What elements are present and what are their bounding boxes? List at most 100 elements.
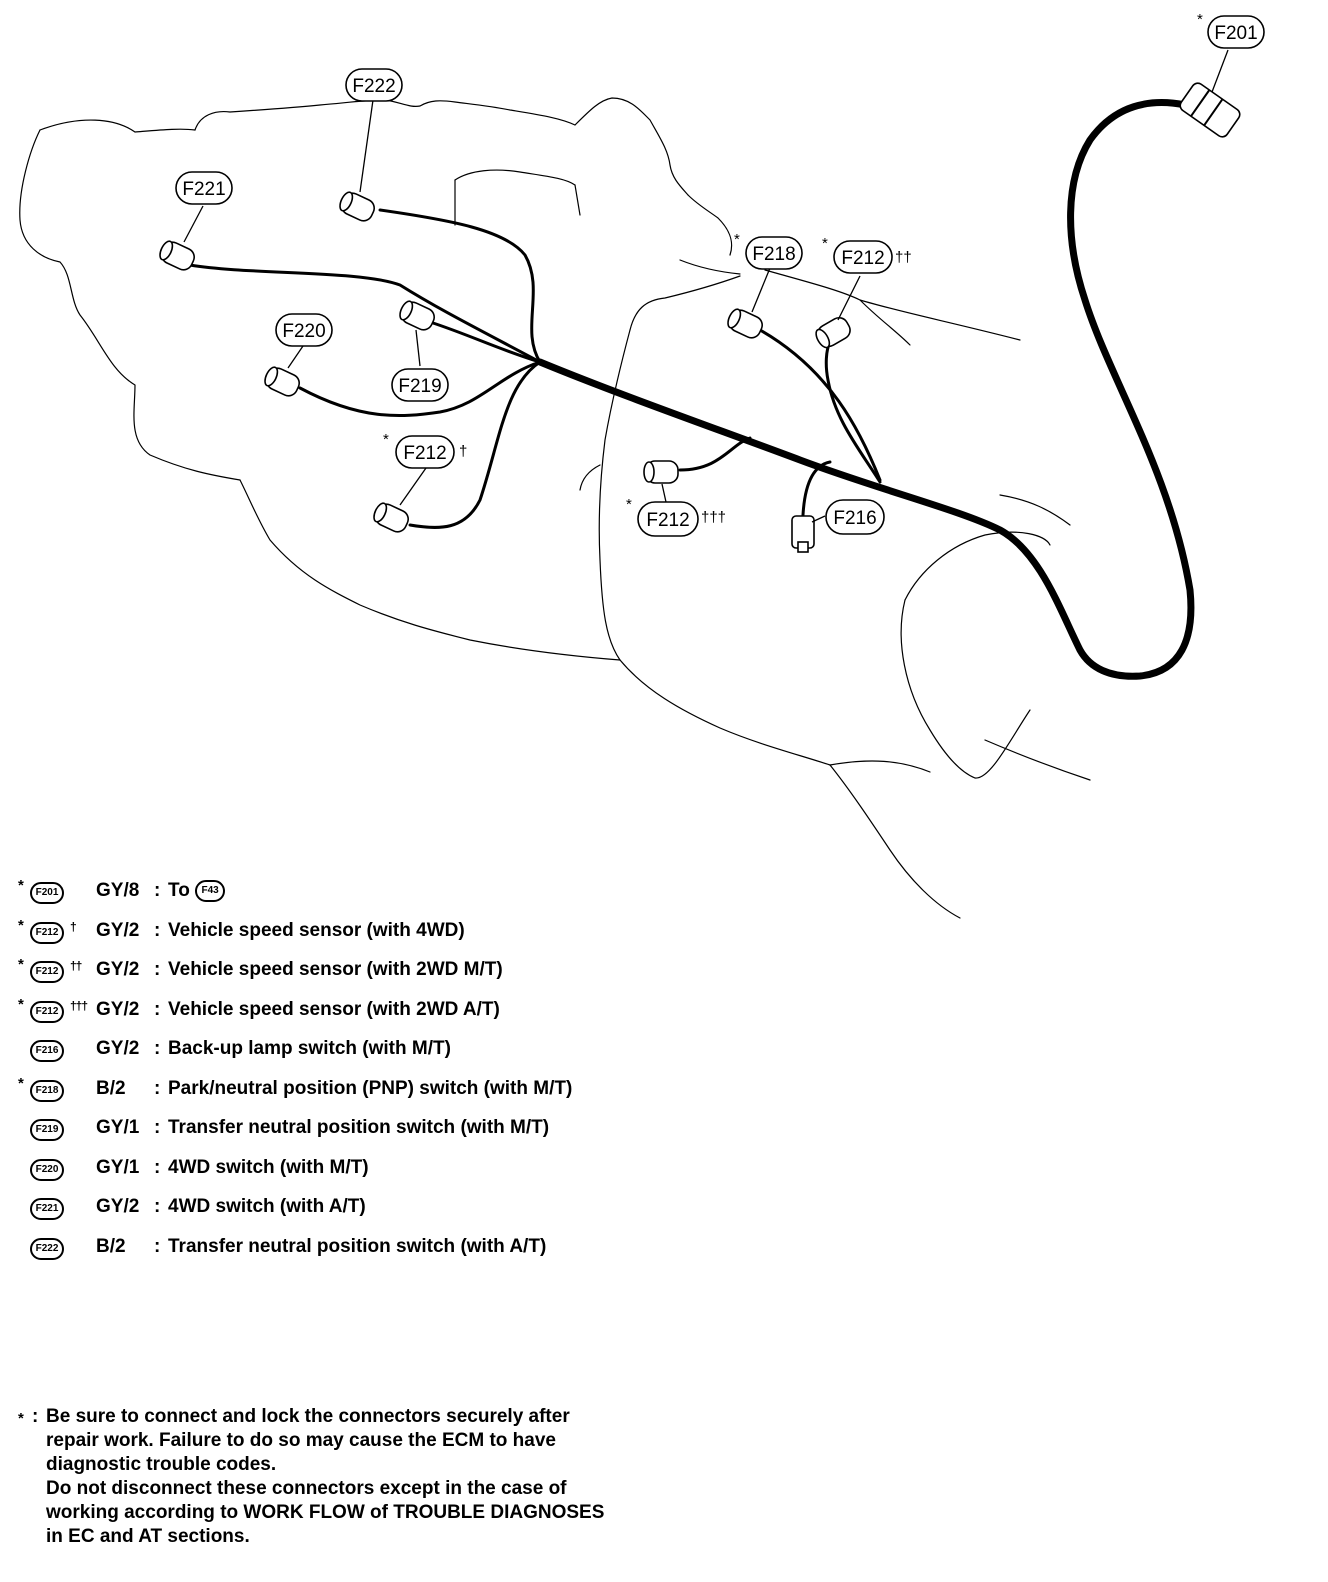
connector-description: Vehicle speed sensor (with 4WD) — [168, 920, 465, 942]
callout-f212-2wd-mt: * F212 †† — [822, 235, 912, 274]
callout-f222: F222 — [345, 68, 403, 102]
leader-lines — [183, 49, 1229, 523]
wire-harness — [188, 99, 1195, 680]
legend-mark: * — [18, 877, 24, 894]
svg-text:F216: F216 — [833, 508, 876, 529]
legend-colon: : — [154, 1077, 161, 1099]
legend-mark: * — [18, 916, 24, 934]
harness-diagram: * F201 F222 F221 F220 F219 * F212 † * F2… — [19, 11, 1265, 919]
description-text: To — [168, 880, 190, 902]
note-line: Be sure to connect and lock the connecto… — [46, 1406, 570, 1427]
connector-code: GY/2 — [96, 1038, 140, 1059]
svg-text:††: †† — [895, 249, 912, 266]
svg-text:*: * — [1197, 11, 1203, 28]
connector-description: 4WD switch (with A/T) — [168, 1196, 366, 1218]
note-mark: * — [18, 1410, 24, 1427]
svg-text:F212: F212 — [841, 248, 884, 269]
connector-description: Transfer neutral position switch (with A… — [168, 1236, 546, 1258]
connector-badge: F221 — [30, 1198, 64, 1220]
svg-text:F220: F220 — [282, 321, 325, 342]
connector-badge: F212 — [30, 1000, 64, 1023]
connector-description: Back-up lamp switch (with M/T) — [168, 1038, 451, 1060]
description-text: 4WD switch (with A/T) — [168, 1196, 366, 1217]
legend-dagger: † — [70, 919, 77, 934]
legend-row: *F212†††GY/2:Vehicle speed sensor (with … — [18, 995, 718, 1039]
connector-code: GY/8 — [96, 880, 140, 901]
description-text: Transfer neutral position switch (with M… — [168, 1117, 550, 1138]
connector-badge: F212 — [30, 961, 64, 983]
description-text: 4WD switch (with M/T) — [168, 1156, 369, 1178]
connector-description: Vehicle speed sensor (with 2WD A/T) — [168, 999, 500, 1021]
note-lines: Be sure to connect and lock the connecto… — [46, 1405, 604, 1549]
legend-dagger: †† — [70, 959, 82, 973]
callout-f216: F216 — [825, 499, 885, 535]
note-line: in EC and AT sections. — [46, 1526, 250, 1547]
legend-row: F216 GY/2: Back-up lamp switch (with M/T) — [18, 1038, 718, 1078]
svg-text:F212: F212 — [403, 443, 446, 464]
connector-f212-4wd — [373, 502, 409, 533]
svg-text:F221: F221 — [182, 179, 225, 200]
legend-colon: : — [154, 1196, 161, 1217]
connector-description: 4WD switch (with M/T) — [168, 1157, 369, 1179]
svg-text:†††: ††† — [701, 509, 726, 526]
connector-badge: F212 — [30, 921, 64, 944]
connector-description: Vehicle speed sensor (with 2WD M/T) — [168, 959, 503, 981]
svg-text:F219: F219 — [398, 376, 441, 397]
connector-description: To F43 — [168, 880, 226, 902]
connector-f219 — [399, 300, 435, 331]
legend-colon: : — [154, 1038, 161, 1059]
legend-row: * F212 † GY/2: Vehicle speed sensor (with 4W… — [18, 916, 718, 960]
legend-colon: : — [154, 919, 161, 941]
svg-text:F222: F222 — [352, 76, 395, 97]
callout-f221: F221 — [175, 171, 233, 205]
note-line: repair work. Failure to do so may cause … — [46, 1430, 556, 1451]
note-line: diagnostic trouble codes. — [46, 1454, 277, 1475]
legend-mark: * — [18, 956, 24, 973]
svg-text:†: † — [459, 443, 467, 460]
legend-dagger: ††† — [70, 998, 88, 1013]
callout-f201: * F201 — [1197, 11, 1265, 49]
legend-colon: : — [154, 1156, 161, 1178]
connector-code: GY/2 — [96, 959, 140, 980]
description-text: Vehicle speed sensor (with 2WD A/T) — [168, 998, 500, 1020]
description-text: Back-up lamp switch (with M/T) — [168, 1038, 451, 1059]
connector-f218 — [727, 308, 763, 339]
connector-f221 — [159, 240, 195, 271]
connector-f222 — [339, 191, 375, 222]
legend-mark: * — [18, 995, 24, 1013]
description-text: Transfer neutral position switch (with A… — [168, 1235, 547, 1257]
connector-code: GY/2 — [96, 919, 140, 941]
legend-row: F219 GY/1: Transfer neutral position switc… — [18, 1117, 718, 1157]
description-text: Vehicle speed sensor (with 2WD M/T) — [168, 959, 503, 980]
callout-f219: F219 — [391, 368, 449, 402]
description-text: Vehicle speed sensor (with 4WD) — [168, 919, 465, 941]
svg-text:*: * — [822, 235, 828, 252]
connector-description: Park/neutral position (PNP) switch (with… — [168, 1078, 572, 1100]
target-connector-badge: F43 — [195, 880, 226, 902]
note-line: working according to WORK FLOW of TROUBL… — [46, 1502, 605, 1523]
legend-colon: : — [154, 1117, 161, 1138]
connector-code: B/2 — [96, 1235, 126, 1257]
connector-badge: F220 — [30, 1158, 64, 1181]
callout-f212-2wd-at: * F212 ††† — [626, 496, 726, 537]
connector-f220 — [264, 366, 300, 397]
connector-code: GY/1 — [96, 1156, 140, 1178]
callout-f212-4wd: * F212 † — [383, 431, 467, 469]
callout-f218: * F218 — [734, 231, 803, 270]
connector-badge: F219 — [30, 1119, 64, 1141]
legend-colon: : — [154, 880, 161, 901]
connector-description: Transfer neutral position switch (with M… — [168, 1117, 549, 1139]
connector-code: GY/2 — [96, 998, 140, 1020]
connector-badge: F222 — [30, 1237, 64, 1260]
connector-badge: F216 — [30, 1040, 64, 1062]
connector-badge: F218 — [30, 1079, 64, 1102]
svg-text:F218: F218 — [752, 244, 795, 265]
connector-f212-2wd-mt — [815, 316, 851, 349]
connector-f212-2wd-at — [643, 460, 679, 484]
connector-code: GY/1 — [96, 1117, 140, 1138]
